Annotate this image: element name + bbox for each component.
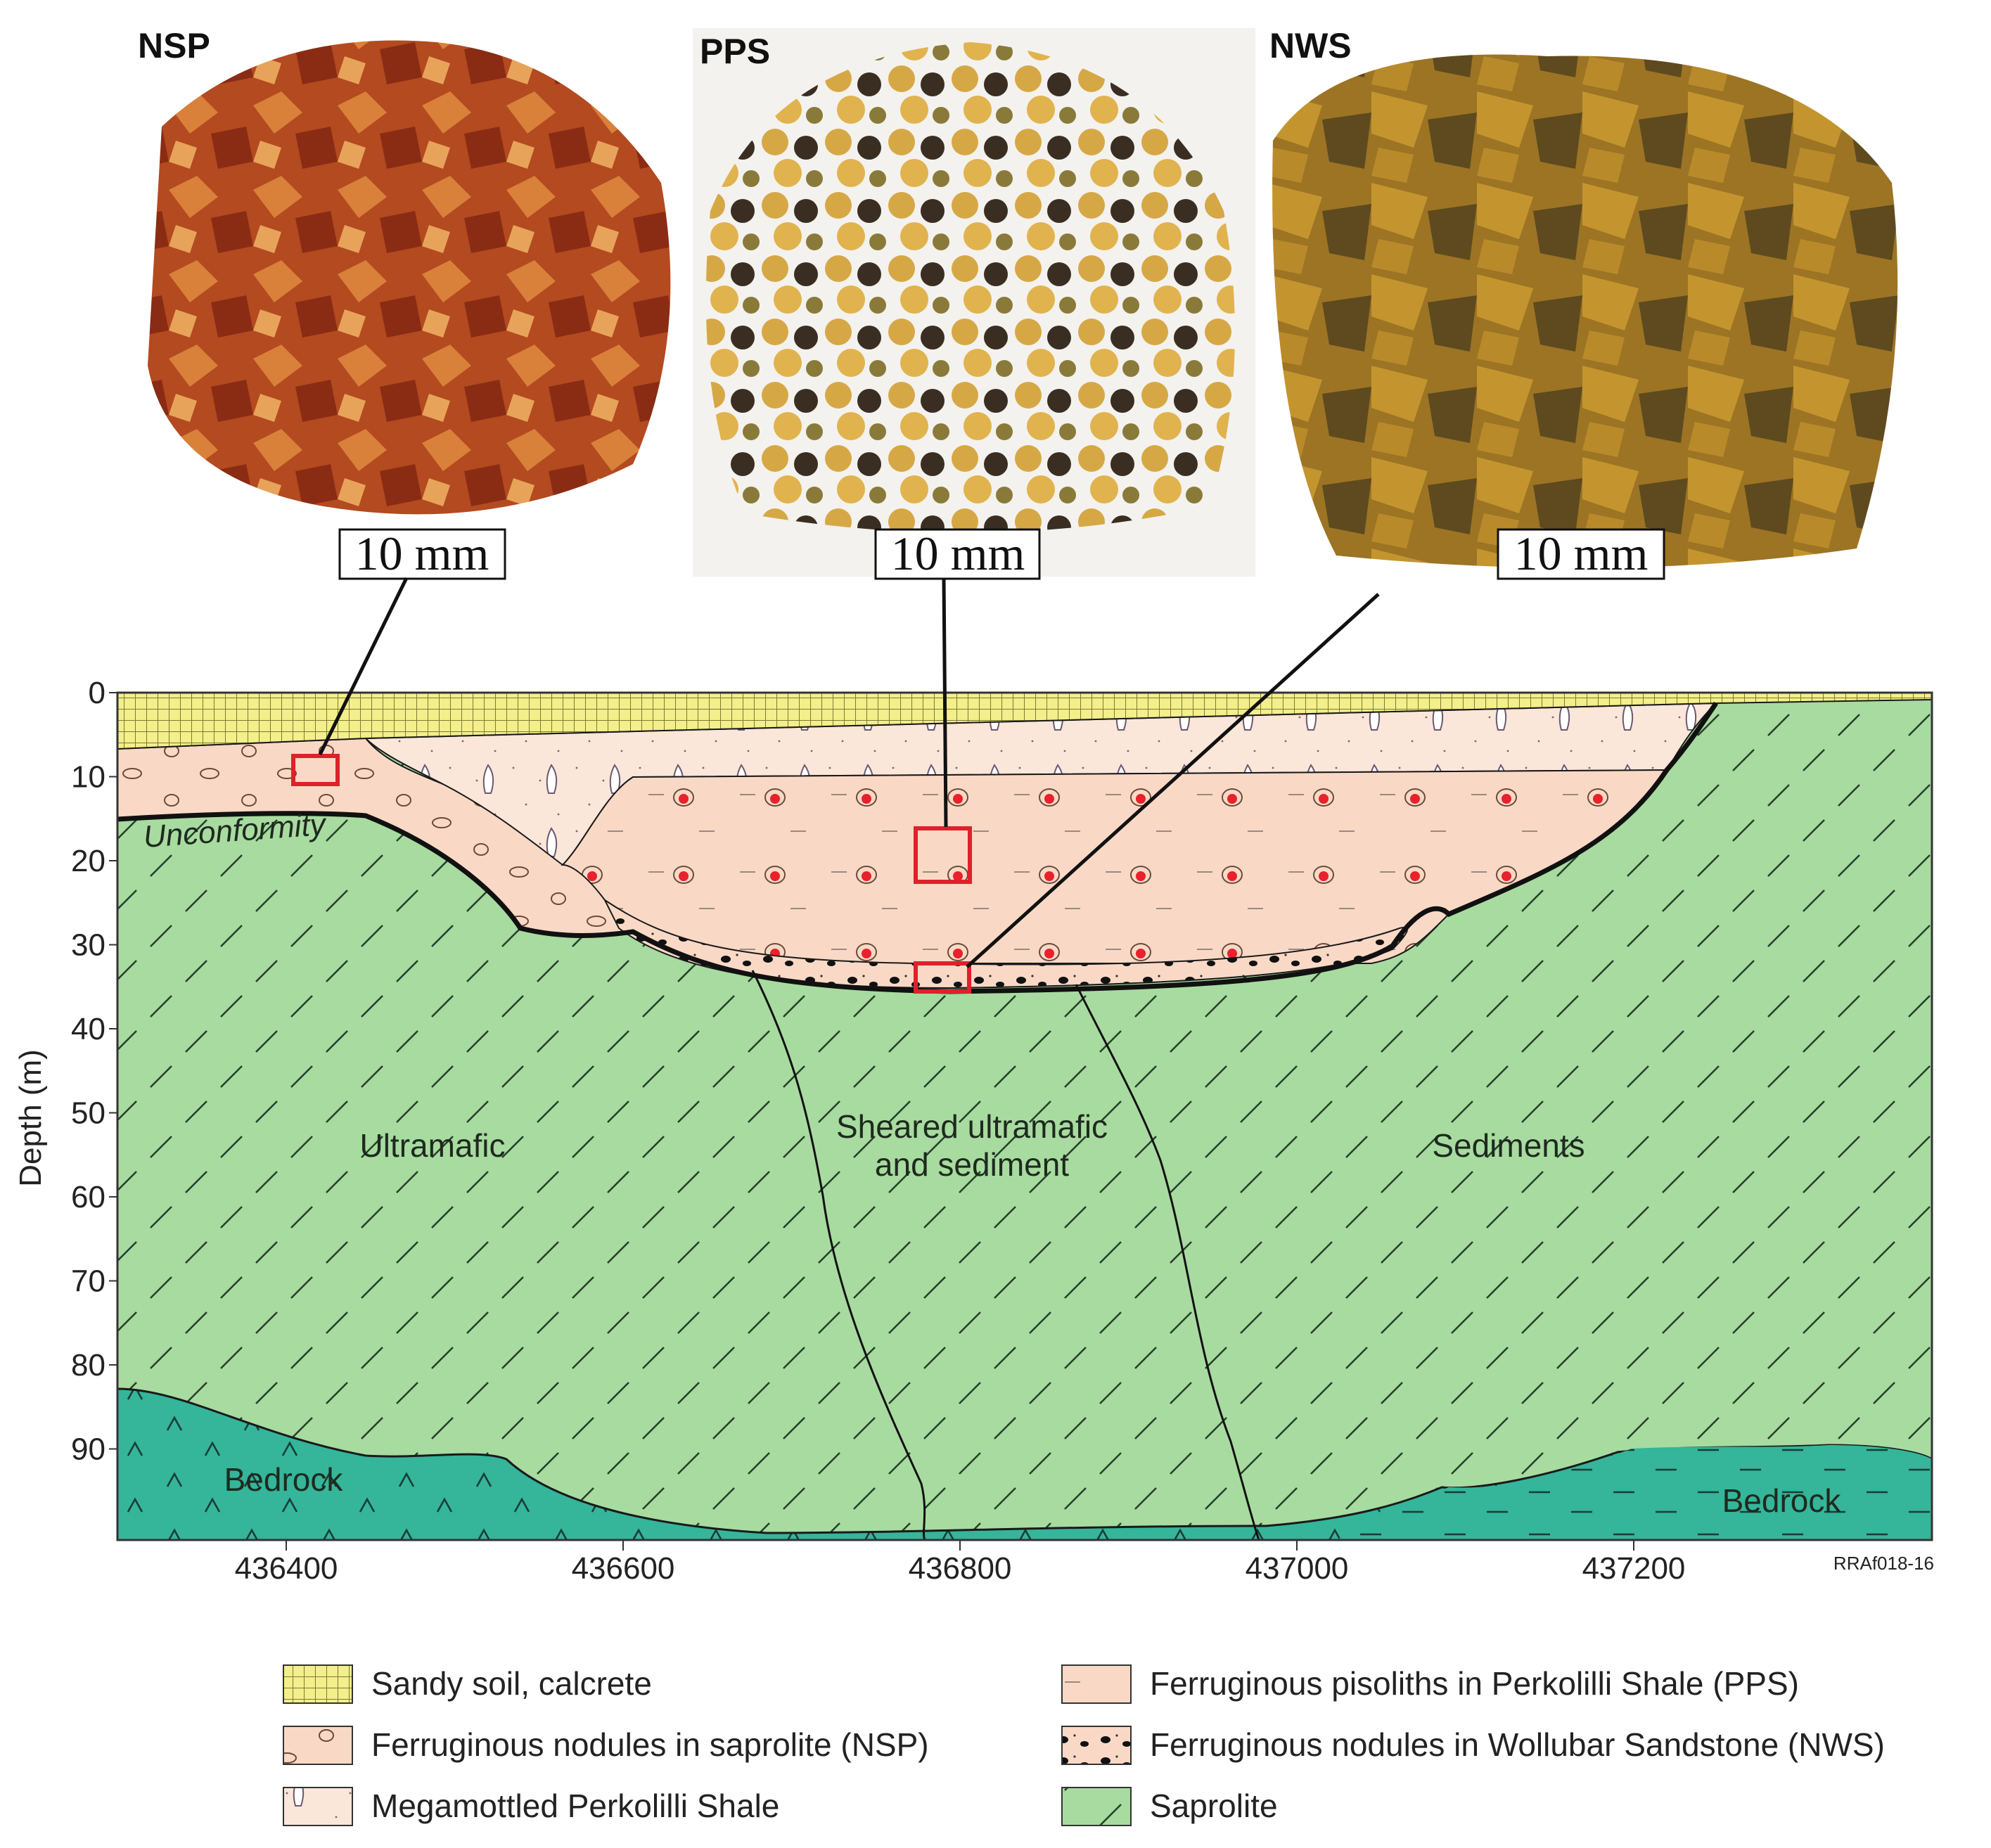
nws-sample-box [914,961,971,994]
scale-bar-pps: 10 mm [891,527,1025,580]
section-frame [116,691,1933,1541]
legend-swatch-saprolite [1061,1787,1132,1826]
y-axis: 0 10 20 30 40 50 60 70 80 90 [71,676,117,1467]
scale-bar-box-nsp [338,528,506,580]
bedrock-label-left: Bedrock [224,1461,344,1498]
nws-specimen-image [1272,54,1898,568]
sediments-label: Sediments [1432,1127,1585,1164]
photo-label-nws: NWS [1269,26,1352,65]
legend-label-megamottled: Megamottled Perkolilli Shale [371,1788,779,1824]
sheared-label-line2: and sediment [875,1146,1069,1183]
y-tick-label: 30 [71,928,105,963]
nsp-specimen-image [148,40,671,515]
legend-swatch-pps [1061,1664,1132,1704]
y-axis-title: Depth (m) [13,1049,48,1187]
legend-label-saprolite: Saprolite [1150,1788,1278,1824]
leader-line-nsp [318,577,409,756]
y-tick-label: 40 [71,1012,105,1046]
y-tick-label: 20 [71,844,105,878]
photo-panel-pps: PPS 10 mm [693,28,1255,580]
x-tick-label: 436800 [909,1551,1012,1586]
legend-swatch-nws [1061,1726,1132,1765]
y-tick-label: 50 [71,1096,105,1131]
x-tick-label: 437200 [1582,1551,1686,1586]
scale-bar-box-nws [1497,528,1665,580]
legend-label-sandy-soil: Sandy soil, calcrete [371,1665,652,1702]
bedrock-unit-right [1336,1445,1932,1540]
x-tick-label: 436600 [572,1551,675,1586]
x-tick-label: 437000 [1246,1551,1349,1586]
figure-code: RRAf018-16 [1833,1553,1934,1574]
fault-line-east [1075,984,1260,1541]
y-tick-label: 0 [89,676,105,710]
x-axis: 436400 436600 436800 437000 437200 [235,1540,1686,1586]
photo-panel-nws: NWS 10 mm [1269,26,1902,580]
legend-swatch-nsp [283,1726,353,1765]
leader-line-pps [942,577,948,828]
y-tick-label: 90 [71,1432,105,1467]
legend-swatch-megamottled [283,1787,353,1826]
photo-label-pps: PPS [700,32,770,71]
y-tick-label: 70 [71,1264,105,1299]
bedrock-label-right: Bedrock [1722,1482,1842,1519]
y-tick-label: 60 [71,1180,105,1214]
legend-label-nws: Ferruginous nodules in Wollubar Sandston… [1150,1726,1885,1763]
pps-specimen-image [705,42,1235,533]
pps-sample-box [914,826,972,884]
photo-label-nsp: NSP [138,26,210,65]
legend-swatch-sandy-soil [283,1664,353,1704]
y-tick-label: 10 [71,760,105,795]
legend-label-nsp: Ferruginous nodules in saprolite (NSP) [371,1726,929,1763]
scale-bar-nws: 10 mm [1514,527,1649,580]
legend-label-pps: Ferruginous pisoliths in Perkolilli Shal… [1150,1665,1799,1702]
leader-line-nws [966,593,1380,968]
ultramafic-label: Ultramafic [359,1127,505,1164]
photo-panel-nsp: NSP 10 mm [138,26,689,580]
fault-line-west [751,970,926,1541]
scale-bar-nsp: 10 mm [355,527,489,580]
cross-section: Unconformity Ultramafic Sheared ultramaf… [116,577,1934,1574]
scale-bar-box-pps [874,528,1041,580]
sheared-label-line1: Sheared ultramafic [836,1108,1108,1145]
nsp-sample-box [291,754,340,786]
y-tick-label: 80 [71,1348,105,1382]
x-tick-label: 436400 [235,1551,338,1586]
